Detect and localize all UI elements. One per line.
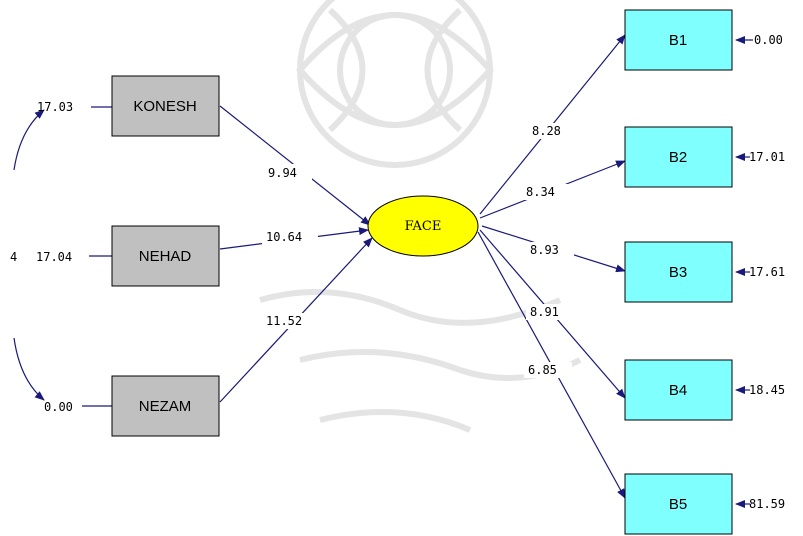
label-konesh: KONESH: [133, 98, 196, 115]
error-b1: 0.00: [754, 33, 783, 47]
left-variable-nehad: 17.04 NEHAD: [36, 225, 220, 287]
error-b5: 81.59: [749, 497, 785, 511]
box-b2: [624, 126, 733, 188]
loading-b5: 6.85: [528, 363, 557, 377]
loading-b3: 8.93: [530, 243, 559, 257]
right-variable-b5: B5 81.59: [624, 473, 785, 535]
right-variable-b3: B3 17.61: [624, 241, 785, 303]
box-b3: [624, 241, 733, 303]
right-variable-b2: B2 17.01: [624, 126, 785, 188]
box-b1: [624, 9, 733, 71]
right-variable-b4: B4 18.45: [624, 359, 785, 421]
covariance-arcs: [13, 109, 45, 401]
loading-b1: 8.28: [532, 124, 561, 138]
left-variable-nezam: 0.00 NEZAM: [44, 375, 220, 437]
loading-b4: 8.91: [530, 305, 559, 319]
loading-b2: 8.34: [526, 185, 555, 199]
box-b5: [624, 473, 733, 535]
outgoing-paths: 8.28 8.34 8.93 8.91 6.85: [477, 34, 626, 499]
error-b4: 18.45: [749, 383, 785, 397]
covariance-arc-bottom: [13, 337, 45, 401]
face-label: FACE: [405, 219, 442, 234]
incoming-paths: 9.94 10.64 11.52: [219, 105, 373, 403]
label-b1: B1: [669, 32, 687, 49]
covariance-arc-top: [13, 109, 45, 171]
label-nehad: NEHAD: [139, 248, 192, 265]
box-b4: [624, 359, 733, 421]
stray-edge-label: 4: [10, 250, 17, 264]
error-nezam: 0.00: [44, 400, 73, 414]
error-b2: 17.01: [749, 150, 785, 164]
error-b3: 17.61: [749, 265, 785, 279]
left-variable-konesh: 17.03 KONESH: [37, 75, 220, 137]
label-b3: B3: [669, 264, 687, 281]
coef-nezam: 11.52: [266, 314, 302, 328]
label-b4: B4: [669, 382, 687, 399]
box-nehad: [111, 225, 220, 287]
box-konesh: [111, 75, 220, 137]
label-b5: B5: [669, 496, 687, 513]
right-variable-b1: B1 0.00: [624, 9, 783, 71]
label-b2: B2: [669, 149, 687, 166]
watermark-emblem: [259, 0, 582, 433]
coef-konesh: 9.94: [268, 166, 297, 180]
face-ellipse: [367, 195, 479, 257]
error-konesh: 17.03: [37, 100, 73, 114]
label-nezam: NEZAM: [139, 398, 192, 415]
latent-face: FACE: [367, 195, 479, 257]
coef-nehad: 10.64: [266, 230, 302, 244]
box-nezam: [111, 375, 220, 437]
error-nehad: 17.04: [36, 250, 72, 264]
